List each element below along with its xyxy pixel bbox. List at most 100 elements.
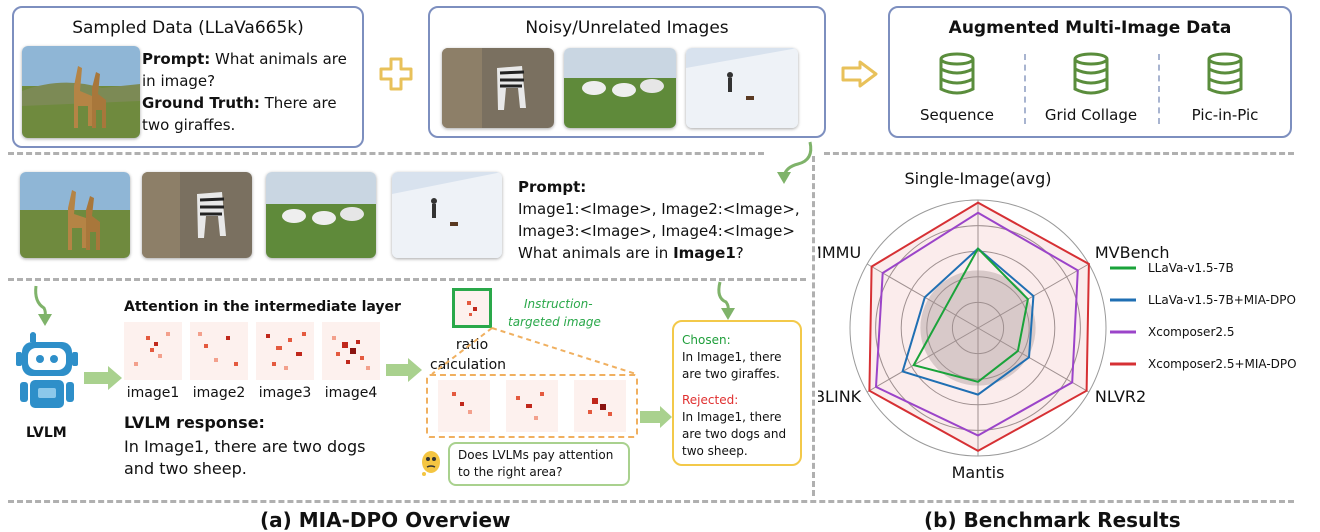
radar-axis-label: NLVR2 [1095, 387, 1146, 406]
legend-label: LLaVa-v1.5-7B [1148, 261, 1234, 275]
ratio-label-1: ratio [455, 337, 489, 353]
rejected-line-2: are two dogs and [682, 427, 787, 441]
instruction-label-2: targeted image [508, 315, 601, 329]
middle-prompt-bold: Image1 [673, 244, 736, 262]
attention-heatmap [190, 322, 248, 380]
middle-prompt-line1: Image1:<Image>, Image2:<Image>, [518, 200, 800, 218]
curved-arrow-icon [30, 284, 60, 332]
legend-label: LLaVa-v1.5-7B+MIA-DPO [1148, 293, 1296, 307]
snow-photo [392, 172, 502, 258]
middle-prompt-label: Prompt: [518, 178, 587, 196]
database-icon [1206, 52, 1244, 100]
thinking-face-icon [418, 448, 444, 482]
plus-icon [378, 56, 414, 96]
legend-label: Xcomposer2.5 [1148, 325, 1234, 339]
aug-item-pic-in-pic: Pic-in-Pic [1191, 106, 1259, 124]
lvlm-label: LVLM [26, 425, 67, 441]
ground-truth-label: Ground Truth: [142, 94, 260, 112]
heatmap-label-3: image3 [258, 385, 312, 401]
sampled-gt-line2: two giraffes. [142, 116, 236, 134]
noisy-images-title: Noisy/Unrelated Images [525, 18, 729, 38]
sampled-prompt-line1: Prompt: What animals are [142, 48, 347, 70]
separator-line [8, 152, 764, 155]
arrow-right-icon [640, 406, 674, 432]
attention-heatmap [256, 322, 314, 380]
question-line-2: to the right area? [458, 465, 563, 479]
ratio-box [426, 374, 638, 438]
aug-item-sequence: Sequence [920, 106, 994, 124]
database-icon [938, 52, 976, 100]
sampled-prompt-line2: in image? [142, 72, 216, 90]
radar-series-llava-v1-5-7b-mia-dpo [901, 247, 1035, 396]
divider [1024, 54, 1026, 124]
heatmap-label-2: image2 [192, 385, 246, 401]
attention-heatmap [322, 322, 380, 380]
snow-photo [686, 48, 798, 128]
radar-axis-label: BLINK [818, 387, 862, 406]
giraffe-photo [22, 46, 140, 138]
arrow-right-icon [386, 358, 424, 386]
middle-prompt-tail: ? [735, 244, 744, 262]
augmented-data-title: Augmented Multi-Image Data [948, 18, 1232, 38]
separator-line [8, 278, 806, 281]
attention-heatmap [438, 380, 490, 432]
heatmap-label-1: image1 [126, 385, 180, 401]
radar-axis-label: Mantis [952, 463, 1005, 482]
radar-series-xcomposer2-5 [874, 211, 1079, 437]
radar-axis-label: MVBench [1095, 243, 1170, 262]
prompt-text: What animals are [215, 50, 347, 68]
sampled-gt-line1: Ground Truth: There are [142, 92, 337, 114]
separator-line [812, 156, 815, 496]
augmented-data-panel: Augmented Multi-Image Data Sequence Grid… [888, 6, 1292, 138]
middle-prompt-line2: Image3:<Image>, Image4:<Image> [518, 222, 795, 240]
radar-axis-line [977, 327, 1090, 393]
arrow-right-icon [84, 366, 124, 394]
sampled-data-title: Sampled Data (LLaVa665k) [72, 18, 304, 38]
sheep-photo [266, 172, 376, 258]
instruction-label-1: Instruction- [524, 297, 593, 311]
rejected-line-3: two sheep. [682, 444, 748, 458]
sampled-data-panel: Sampled Data (LLaVa665k) Prompt: What an… [12, 6, 364, 148]
separator-line [824, 152, 1294, 155]
noisy-images-panel: Noisy/Unrelated Images [428, 6, 826, 138]
sheep-photo [564, 48, 676, 128]
response-line-2: and two sheep. [124, 459, 247, 478]
attention-heatmap [506, 380, 558, 432]
zebra-photo [442, 48, 554, 128]
zebra-photo [142, 172, 252, 258]
radar-axis-line [866, 327, 979, 393]
attention-title: Attention in the intermediate layer [124, 299, 401, 315]
heatmap-label-4: image4 [324, 385, 378, 401]
radar-series-llava-v1-5-7b [912, 246, 1029, 383]
divider [1158, 54, 1160, 124]
middle-prompt-line3: What animals are in Image1? [518, 242, 744, 264]
curved-arrow-icon [770, 138, 820, 190]
database-icon [1072, 52, 1110, 100]
attention-heatmap [124, 322, 182, 380]
radar-axis-label: Single-Image(avg) [905, 169, 1052, 188]
legend-label: Xcomposer2.5+MIA-DPO [1148, 357, 1297, 371]
curved-arrow-icon [712, 280, 742, 328]
response-line-1: In Image1, there are two dogs [124, 437, 366, 456]
aug-item-grid-collage: Grid Collage [1044, 106, 1138, 124]
chosen-line-2: are two giraffes. [682, 367, 780, 381]
instruction-targeted-image [452, 288, 492, 328]
separator-line [8, 500, 1294, 503]
double-arrow-icon [840, 60, 880, 92]
caption-left: (a) MIA-DPO Overview [260, 508, 511, 532]
rejected-label: Rejected: [682, 393, 739, 407]
chosen-label: Chosen: [682, 333, 731, 347]
caption-right: (b) Benchmark Results [924, 508, 1181, 532]
chosen-line-1: In Image1, there [682, 350, 782, 364]
prompt-label: Prompt: [142, 50, 211, 68]
response-title: LVLM response: [124, 413, 265, 432]
preference-box: Chosen: In Image1, there are two giraffe… [672, 320, 802, 466]
giraffe-photo [20, 172, 130, 258]
radar-axis-label: MMMU [818, 243, 861, 262]
radar-axis-line [866, 263, 979, 329]
ground-truth-text: There are [264, 94, 337, 112]
attention-heatmap [574, 380, 626, 432]
zoom-dashes [426, 326, 640, 384]
question-line-1: Does LVLMs pay attention [458, 448, 614, 462]
